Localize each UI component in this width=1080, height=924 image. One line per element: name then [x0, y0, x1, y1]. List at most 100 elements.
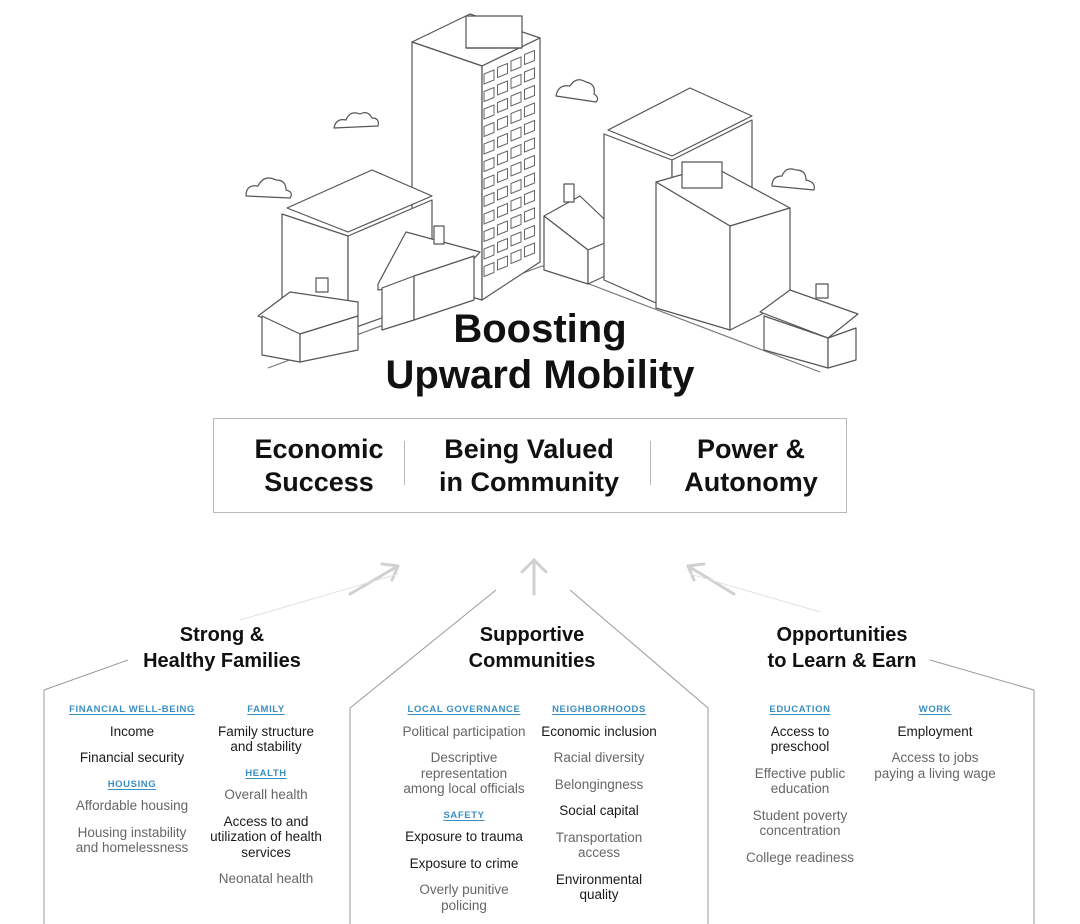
category-label: EDUCATION: [769, 704, 831, 715]
indicator: Access to preschool: [770, 723, 830, 755]
divider: [650, 441, 651, 485]
category-label: HEALTH: [245, 767, 287, 779]
window-icon: [510, 161, 522, 177]
category-label: NEIGHBORHOODS: [552, 704, 646, 715]
pillar-title-line: Supportive: [479, 624, 585, 646]
window-icon: [524, 189, 535, 206]
indicator: Descriptive representation among local o…: [403, 750, 525, 796]
window-icon: [510, 56, 522, 72]
outcomes-box: Economic Success Being Valued in Communi…: [213, 418, 847, 513]
window-icon: [483, 191, 495, 208]
window-icon: [510, 73, 522, 90]
window-icon: [510, 231, 522, 247]
window-icon: [524, 67, 535, 83]
pillar-title-families: Strong & Healthy Families: [122, 622, 322, 674]
indicator: Effective public education: [754, 765, 846, 797]
pillar-title-line: Strong &: [179, 624, 265, 646]
window-icon: [510, 126, 522, 142]
pillar-title-line: Healthy Families: [143, 650, 301, 672]
window-icon: [524, 137, 535, 153]
title-line: Boosting: [453, 307, 627, 351]
indicator: Neonatal health: [218, 871, 314, 886]
window-icon: [483, 209, 495, 225]
cloud-icon: [333, 112, 379, 129]
indicator: Student poverty concentration: [752, 807, 848, 839]
indicator: Access to and utilization of health serv…: [210, 813, 322, 860]
window-icon: [524, 242, 535, 258]
indicator: Overly punitive policing: [419, 882, 509, 913]
category-label: FINANCIAL WELL-BEING: [69, 704, 195, 715]
indicator: Income: [109, 723, 155, 739]
window-icon: [524, 119, 535, 136]
window-icon: [510, 91, 522, 107]
window-icon: [497, 97, 508, 114]
window-icon: [524, 84, 535, 101]
window-icon: [510, 178, 522, 195]
indicator: Access to jobs paying a living wage: [874, 750, 996, 781]
window-icon: [497, 255, 508, 271]
window-icon: [483, 261, 495, 278]
indicator: Overall health: [224, 787, 308, 802]
outcome-being-valued: Being Valued in Community: [424, 433, 634, 499]
indicator: Employment: [897, 723, 973, 739]
pillar-opportunities-column-1: EDUCATION Access to preschool Effective …: [742, 700, 858, 876]
outcome-line: Being Valued: [444, 434, 614, 464]
indicator: Economic inclusion: [541, 723, 657, 739]
indicator: College readiness: [745, 849, 855, 865]
outcome-power-autonomy: Power & Autonomy: [646, 433, 856, 499]
main-title: Boosting Upward Mobility: [290, 306, 790, 398]
pillar-communities-column-1: LOCAL GOVERNANCE Political participation…: [400, 700, 528, 924]
window-icon: [483, 86, 495, 103]
window-icon: [524, 172, 535, 188]
window-icon: [497, 237, 508, 254]
pillar-title-line: Communities: [468, 650, 596, 672]
pillar-opportunities-column-2: WORK Employment Access to jobs paying a …: [870, 700, 1000, 792]
window-icon: [510, 143, 522, 160]
divider: [404, 441, 405, 485]
cloud-icon: [771, 168, 815, 191]
category-label: LOCAL GOVERNANCE: [407, 704, 521, 715]
window-icon: [524, 154, 535, 171]
window-icon: [483, 226, 495, 243]
indicator: Housing instability and homelessness: [75, 824, 189, 856]
window-icon: [497, 80, 508, 96]
window-icon: [497, 115, 508, 131]
window-icon: [497, 150, 508, 166]
window-icon: [483, 156, 495, 173]
window-icon: [497, 62, 508, 79]
window-icon: [483, 174, 495, 190]
window-icon: [483, 69, 495, 85]
outcome-line: in Community: [439, 467, 619, 497]
outcome-line: Success: [264, 467, 374, 497]
category-label: SAFETY: [443, 809, 485, 821]
indicator: Social capital: [559, 803, 639, 818]
indicator: Financial security: [79, 750, 185, 765]
window-icon: [497, 185, 508, 201]
window-icon: [497, 132, 508, 149]
window-icon: [483, 244, 495, 260]
cloud-icon: [555, 79, 599, 103]
outcome-economic-success: Economic Success: [214, 433, 424, 499]
indicator: Exposure to trauma: [405, 829, 523, 844]
pillar-communities-column-2: NEIGHBORHOODS Economic inclusion Racial …: [536, 700, 662, 914]
window-icon: [524, 102, 535, 118]
window-icon: [510, 248, 522, 265]
window-icon: [510, 196, 522, 212]
window-icon: [524, 224, 535, 241]
window-icon: [524, 49, 535, 66]
window-icon: [497, 167, 508, 184]
category-label: WORK: [918, 704, 952, 715]
window-icon: [497, 202, 508, 219]
outcome-line: Autonomy: [684, 467, 818, 497]
indicator: Affordable housing: [75, 798, 189, 813]
window-icon: [497, 220, 508, 236]
window-icon: [510, 108, 522, 125]
indicator: Belongingness: [554, 776, 644, 792]
pillar-families-column-2: FAMILY Family structure and stability HE…: [210, 700, 322, 898]
indicator: Exposure to crime: [409, 855, 519, 871]
title-line: Upward Mobility: [385, 353, 695, 397]
indicator: Racial diversity: [553, 750, 645, 765]
pillar-title-line: Opportunities: [776, 624, 908, 646]
indicator: Environmental quality: [555, 871, 643, 903]
